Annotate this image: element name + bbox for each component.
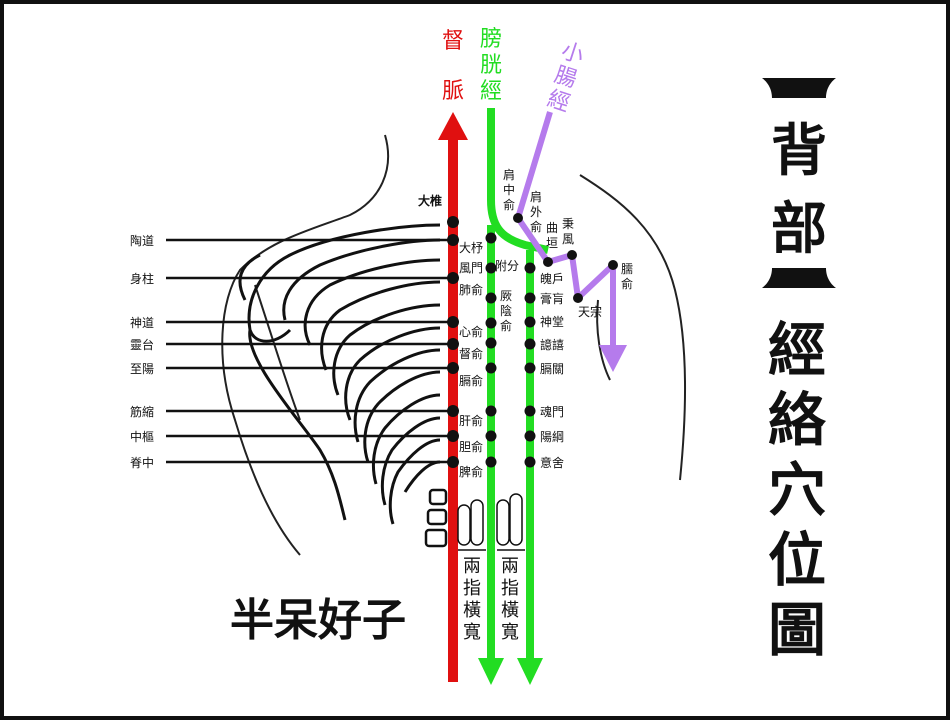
- svg-text:兩: 兩: [501, 556, 519, 577]
- label-shentang: 神堂: [540, 315, 564, 329]
- bladder-label-2: 胱: [480, 53, 502, 78]
- mid-points: 附分 厥 陰 俞: [495, 259, 519, 333]
- du-points: 大椎 陶道 身柱 神道 靈台 至陽 筋縮 中樞 脊中: [130, 193, 459, 470]
- label-jianwaishu-1: 肩: [530, 189, 542, 204]
- label-jianzhongshu-1: 肩: [503, 167, 515, 182]
- title-top-1: 背: [771, 118, 827, 184]
- back-meridian-diagram: 大椎 陶道 身柱 神道 靈台 至陽 筋縮 中樞 脊中: [130, 27, 836, 685]
- label-jueyinshu-2: 陰: [500, 304, 512, 318]
- label-jizhong: 脊中: [130, 455, 154, 470]
- svg-text:圖: 圖: [768, 596, 826, 664]
- finger-icon-right: [496, 493, 523, 546]
- du-arrow-up-icon: [438, 112, 468, 140]
- spine-processes: [424, 488, 448, 548]
- meridian-labels: 督 脈 膀 胱 經 小 腸 經: [442, 27, 587, 117]
- bladder-outer-arrow-down-icon: [517, 658, 543, 685]
- label-yishe: 意舍: [540, 455, 564, 470]
- svg-text:絡: 絡: [768, 386, 827, 454]
- du-label-1: 督: [442, 29, 464, 54]
- label-jianzhongshu-2: 中: [503, 182, 515, 197]
- label-tianzong: 天宗: [578, 304, 602, 319]
- svg-text:指: 指: [463, 578, 481, 599]
- label-zhiyang: 至陽: [130, 362, 154, 376]
- title-block: 背 部 經 絡 穴 位 圖: [762, 78, 836, 664]
- label-taodao: 陶道: [130, 233, 154, 248]
- label-pishu: 脾俞: [459, 464, 483, 479]
- inner-bladder-points: 大杼 風門 肺俞 心俞 督俞 膈俞 肝俞 胆俞 脾俞: [459, 232, 497, 479]
- svg-text:寬: 寬: [501, 622, 519, 643]
- label-ganshu: 肝俞: [459, 413, 483, 428]
- label-geguan: 膈關: [540, 362, 564, 376]
- title-top-2: 部: [771, 196, 827, 262]
- label-zhongshu: 中樞: [130, 429, 154, 444]
- label-jianwaishu-3: 俞: [530, 219, 542, 234]
- bladder-label-1: 膀: [480, 27, 502, 52]
- small-intestine-points: 肩 中 俞 肩 外 俞 曲 垣 秉 風 臑 俞 天宗: [503, 167, 633, 319]
- svg-text:位: 位: [768, 526, 826, 594]
- label-naoshu-1: 臑: [621, 262, 633, 276]
- label-bingfeng-2: 風: [562, 232, 574, 246]
- finger-icon-left: [457, 499, 484, 546]
- label-bingfeng-1: 秉: [562, 217, 574, 231]
- point-dazhui: [447, 216, 459, 228]
- svg-text:寬: 寬: [463, 622, 481, 643]
- bladder-inner-arrow-down-icon: [478, 658, 504, 685]
- body-outline: [221, 134, 686, 556]
- outer-bladder-points: 魄戶 膏肓 神堂 譩譆 膈關 魂門 陽綱 意舍: [524, 262, 564, 470]
- svg-text:穴: 穴: [768, 456, 826, 524]
- svg-text:橫: 橫: [463, 600, 481, 621]
- bladder-label-3: 經: [480, 79, 502, 104]
- label-naoshu-2: 俞: [621, 276, 633, 291]
- label-jinsuo: 筋縮: [130, 404, 154, 419]
- label-quyuan-1: 曲: [546, 221, 558, 235]
- label-quyuan-2: 垣: [546, 236, 558, 250]
- label-jianzhongshu-3: 俞: [503, 197, 515, 212]
- finger-width-indicators: 兩 指 橫 寬 兩 指 橫 寬: [457, 493, 525, 643]
- skeleton: [238, 223, 441, 525]
- label-fufen: 附分: [495, 259, 519, 273]
- label-yixi: 譩譆: [540, 337, 564, 352]
- label-geshu: 膈俞: [459, 373, 483, 388]
- label-danshu: 胆俞: [459, 439, 483, 454]
- label-dazhui: 大椎: [418, 193, 442, 208]
- title-bracket-top: [762, 78, 836, 98]
- label-dazhu: 大杼: [459, 240, 483, 255]
- svg-text:兩: 兩: [463, 556, 481, 577]
- logo-text: 半呆好子: [230, 595, 406, 646]
- label-lingtai: 靈台: [130, 337, 154, 352]
- label-dushu: 督俞: [459, 346, 483, 361]
- svg-text:指: 指: [501, 578, 519, 599]
- title-bracket-bottom: [762, 268, 836, 288]
- svg-text:經: 經: [768, 316, 826, 384]
- label-jianwaishu-2: 外: [530, 205, 542, 219]
- label-hunmen: 魂門: [540, 404, 564, 419]
- label-jueyinshu-3: 俞: [500, 318, 512, 333]
- label-shendao: 神道: [130, 316, 154, 330]
- small-intestine-arrow-down-icon: [599, 345, 627, 372]
- label-pohu: 魄戶: [540, 271, 564, 286]
- label-jueyinshu-1: 厥: [500, 289, 512, 303]
- svg-text:橫: 橫: [501, 600, 519, 621]
- label-feishu: 肺俞: [459, 282, 483, 297]
- label-yanggang: 陽綱: [540, 430, 564, 444]
- label-fengmen: 風門: [459, 261, 483, 275]
- label-xinshu: 心俞: [459, 324, 483, 339]
- label-gaohuang: 膏肓: [540, 291, 564, 306]
- du-label-2: 脈: [442, 79, 464, 104]
- label-shenzhu: 身柱: [130, 271, 154, 286]
